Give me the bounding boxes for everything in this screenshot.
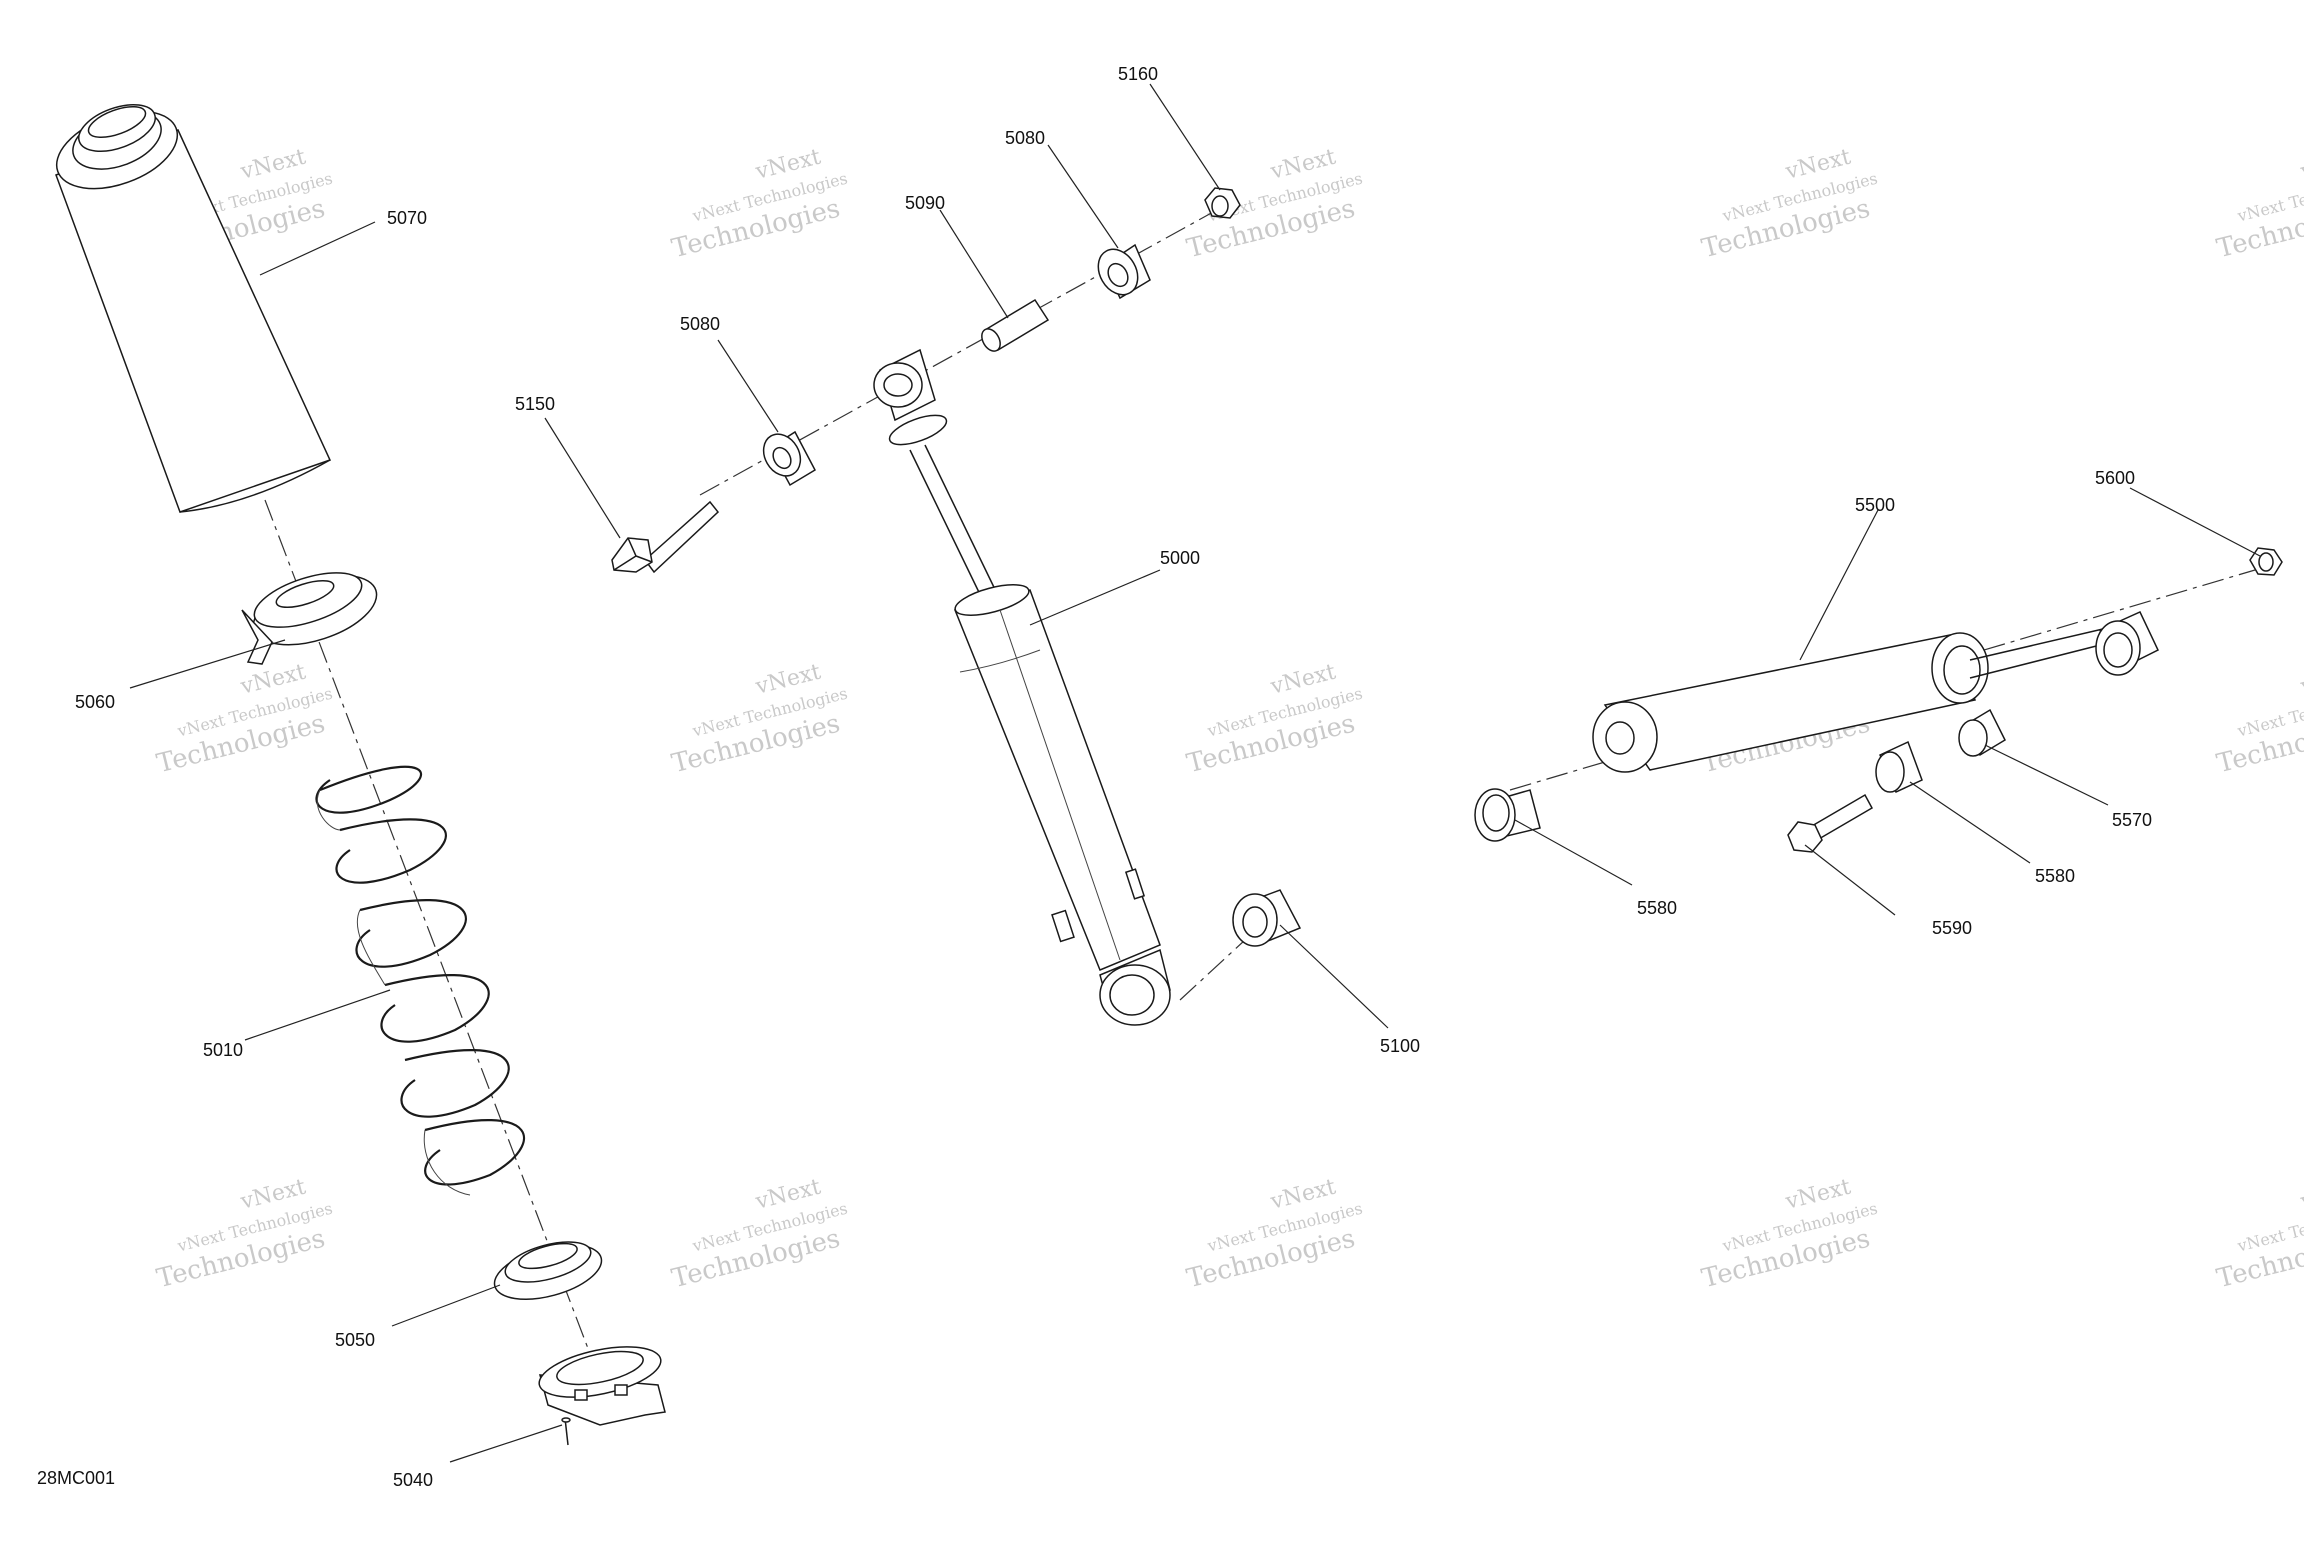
callout-5570: 5570	[2112, 810, 2152, 830]
assembly-axes	[264, 199, 2256, 1381]
callout-5080-a: 5080	[680, 314, 720, 334]
callout-5600: 5600	[2095, 468, 2135, 488]
callout-5160: 5160	[1118, 64, 1158, 84]
part-5600-nut	[2249, 547, 2283, 576]
part-5100-bushing	[1232, 889, 1302, 947]
part-5590-bolt	[1787, 793, 1874, 853]
callout-5100: 5100	[1380, 1036, 1420, 1056]
part-5500-damper	[1592, 611, 2159, 773]
part-5040-adjuster	[538, 1346, 666, 1446]
part-5570-sleeve	[1958, 708, 2006, 757]
watermark-line2a: vNext	[2297, 1175, 2304, 1215]
part-5160-nut	[1204, 187, 1241, 219]
leader-lines	[129, 83, 2261, 1463]
part-5050-lower-seat	[493, 1241, 603, 1300]
part-5150-bolt	[611, 500, 720, 574]
callout-5080-b: 5080	[1005, 128, 1045, 148]
callout-5040: 5040	[393, 1470, 433, 1490]
callout-5060: 5060	[75, 692, 115, 712]
part-5010-spring	[315, 765, 526, 1196]
part-5060-upper-seat	[241, 572, 378, 665]
watermark-line2a: vNext	[2297, 145, 2304, 185]
callout-5000: 5000	[1160, 548, 1200, 568]
part-5580-sleeve-b	[1474, 788, 1541, 842]
callout-5590: 5590	[1932, 918, 1972, 938]
callout-5150: 5150	[515, 394, 555, 414]
part-5090-sleeve	[981, 298, 1050, 352]
part-5080-bushing-a	[762, 430, 816, 487]
part-5000-shock	[873, 348, 1171, 1026]
part-5070-boot	[55, 104, 332, 513]
watermark-line2a: vNext	[2297, 660, 2304, 700]
callout-5500: 5500	[1855, 495, 1895, 515]
callout-5580-b: 5580	[1637, 898, 1677, 918]
callout-5050: 5050	[335, 1330, 375, 1350]
part-5080-bushing-b	[1097, 243, 1151, 300]
callout-5070: 5070	[387, 208, 427, 228]
callout-5090: 5090	[905, 193, 945, 213]
diagram-code: 28MC001	[37, 1468, 115, 1488]
callout-5580-a: 5580	[2035, 866, 2075, 886]
part-5580-sleeve-a	[1875, 740, 1923, 794]
callout-labels: 5070 5060 5010 5050 5040 5150 5080 5090 …	[37, 64, 2152, 1490]
callout-5010: 5010	[203, 1040, 243, 1060]
